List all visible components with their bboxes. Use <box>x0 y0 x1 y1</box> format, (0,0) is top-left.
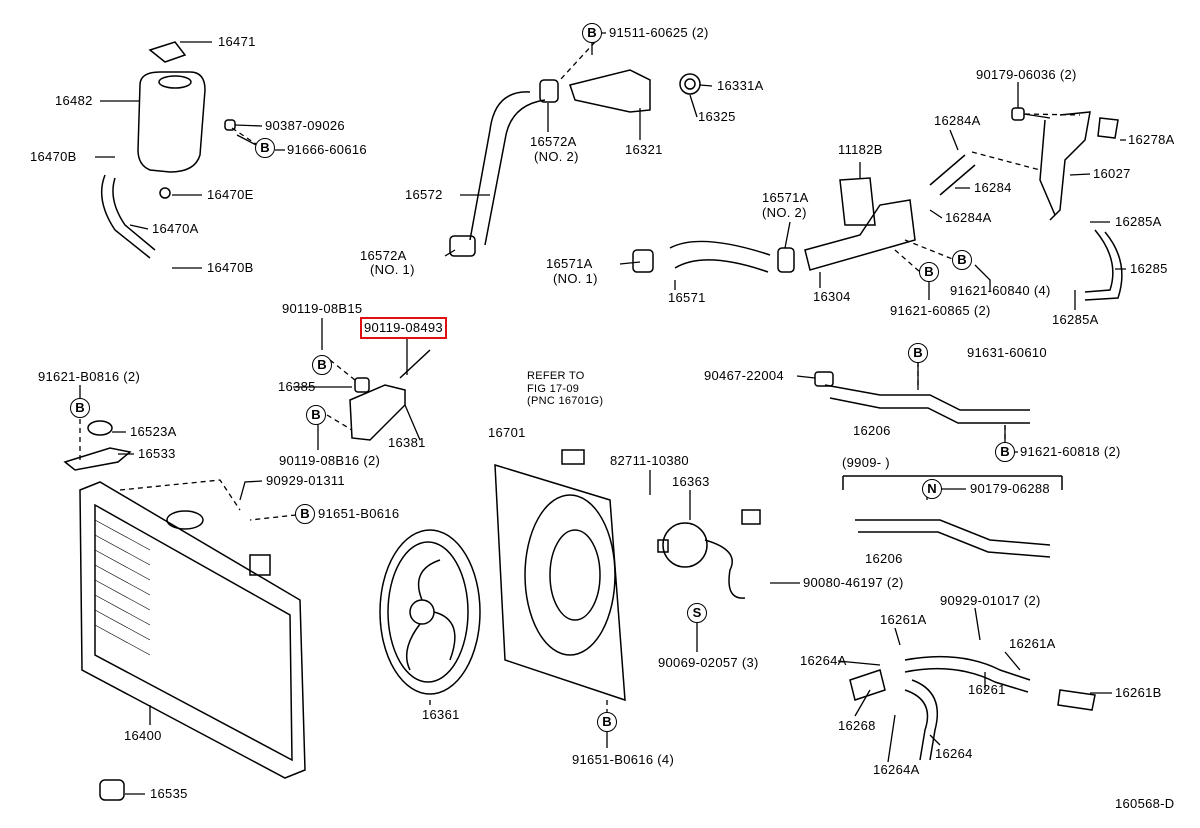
part-label: 16381 <box>388 435 426 450</box>
part-label: 16284 <box>974 180 1012 195</box>
part-label: (NO. 2) <box>534 149 579 164</box>
marker-b: B <box>597 712 617 732</box>
part-label: 90080-46197 (2) <box>803 575 904 590</box>
part-label: 16325 <box>698 109 736 124</box>
date-range-label: (9909- ) <box>842 455 890 470</box>
leader-lines <box>79 32 1126 795</box>
part-label: 16331A <box>717 78 764 93</box>
reference-note: FIG 17-09 <box>527 383 580 395</box>
marker-b: B <box>952 250 972 270</box>
marker-b: B <box>295 504 315 524</box>
marker-b: B <box>919 262 939 282</box>
marker-b: B <box>908 343 928 363</box>
part-label: 16285A <box>1052 312 1099 327</box>
part-label: 16482 <box>55 93 93 108</box>
part-label: 16533 <box>138 446 176 461</box>
part-label: 16264A <box>873 762 920 777</box>
part-label: 16571A <box>546 256 593 271</box>
part-label: 16261A <box>880 612 927 627</box>
part-label: 16701 <box>488 425 526 440</box>
part-label: 16285A <box>1115 214 1162 229</box>
reservoir-tank <box>100 41 236 259</box>
part-label: (NO. 2) <box>762 205 807 220</box>
part-label: 90929-01311 <box>266 473 345 488</box>
part-label: 90179-06036 (2) <box>976 67 1077 82</box>
part-label: 16400 <box>124 728 162 743</box>
marker-b: B <box>306 405 326 425</box>
lower-hose <box>632 107 1123 301</box>
part-label: 16285 <box>1130 261 1168 276</box>
part-label: 16268 <box>838 718 876 733</box>
part-label: 91651-B0616 (4) <box>572 752 675 767</box>
part-label: 90119-08B16 (2) <box>279 453 381 468</box>
part-label: 16470A <box>152 221 199 236</box>
part-label: 16206 <box>865 551 903 566</box>
marker-s: S <box>687 603 707 623</box>
part-label: 16523A <box>130 424 177 439</box>
part-label: 16363 <box>672 474 710 489</box>
bypass-pipe <box>814 371 1096 761</box>
marker-b: B <box>312 355 332 375</box>
part-label: 90929-01017 (2) <box>940 593 1041 608</box>
part-label: 16206 <box>853 423 891 438</box>
marker-b: B <box>995 442 1015 462</box>
part-label: 16261 <box>968 682 1006 697</box>
part-label: 90387-09026 <box>265 118 345 133</box>
part-label: 16470B <box>30 149 77 164</box>
part-label: 16470B <box>207 260 254 275</box>
part-label: 16471 <box>218 34 256 49</box>
part-label: 90069-02057 (3) <box>658 655 759 670</box>
part-label: 16361 <box>422 707 460 722</box>
part-label: 91651-B0616 <box>318 506 400 521</box>
part-label: 16385 <box>278 379 316 394</box>
part-label: 16571 <box>668 290 706 305</box>
part-label: 16572A <box>530 134 577 149</box>
figure-id: 160568-D <box>1115 796 1175 811</box>
part-label: 91511-60625 (2) <box>609 25 709 40</box>
part-label: 16571A <box>762 190 809 205</box>
part-label: 11182B <box>838 142 883 157</box>
marker-b: B <box>70 398 90 418</box>
bracket <box>63 349 431 471</box>
part-label: 90467-22004 <box>704 368 784 383</box>
part-label: 91621-60865 (2) <box>890 303 991 318</box>
upper-hose <box>449 69 701 257</box>
part-label: 16321 <box>625 142 663 157</box>
part-label: 82711-10380 <box>610 453 689 468</box>
radiator <box>79 481 306 801</box>
part-label: 16470E <box>207 187 254 202</box>
part-label: 16261B <box>1115 685 1162 700</box>
part-label: 91666-60616 <box>287 142 367 157</box>
part-label: 16304 <box>813 289 851 304</box>
part-label: 16027 <box>1093 166 1131 181</box>
fan-assembly <box>379 449 761 702</box>
part-label: 16261A <box>1009 636 1056 651</box>
part-label: 16264 <box>935 746 973 761</box>
part-label: 91631-60610 <box>967 345 1047 360</box>
part-label: 91621-60840 (4) <box>950 283 1051 298</box>
part-label: 16264A <box>800 653 847 668</box>
marker-b: B <box>255 138 275 158</box>
part-label: 16535 <box>150 786 188 801</box>
reference-note: REFER TO <box>527 370 585 382</box>
marker-n: N <box>922 479 942 499</box>
part-label: 16284A <box>945 210 992 225</box>
part-label: (NO. 1) <box>553 271 598 286</box>
part-label: (NO. 1) <box>370 262 415 277</box>
part-label: 16278A <box>1128 132 1175 147</box>
part-label: 91621-B0816 (2) <box>38 369 141 384</box>
part-label: 16284A <box>934 113 981 128</box>
part-label: 90179-06288 <box>970 481 1050 496</box>
marker-b: B <box>582 23 602 43</box>
part-label: 16572 <box>405 187 443 202</box>
dashed-lines <box>79 41 1081 713</box>
reference-note: (PNC 16701G) <box>527 395 604 407</box>
highlighted-part-label[interactable]: 90119-08493 <box>360 317 447 339</box>
part-label: 91621-60818 (2) <box>1020 444 1121 459</box>
part-label: 16572A <box>360 248 407 263</box>
part-label: 90119-08B15 <box>282 301 363 316</box>
